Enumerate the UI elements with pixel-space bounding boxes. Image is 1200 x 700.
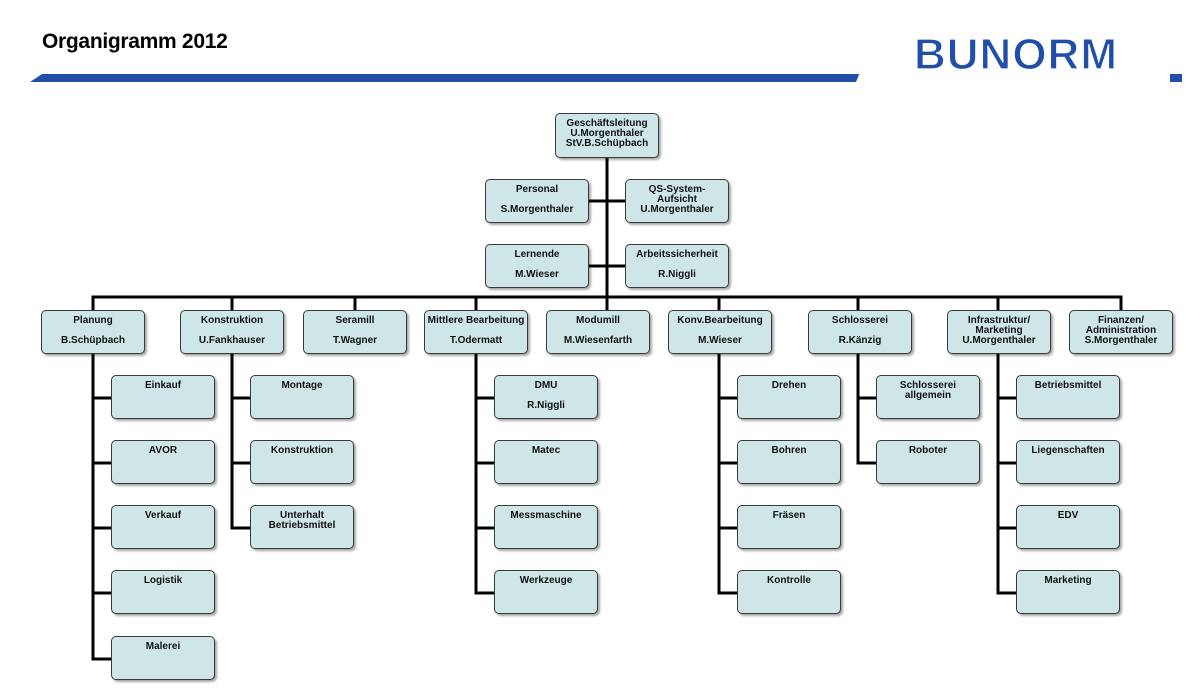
box-title: Lernende	[514, 249, 560, 260]
dept-title: Konv.Bearbeitung	[677, 315, 763, 326]
dept-title: Schlosserei	[831, 315, 889, 326]
unit-einkauf: Einkauf	[111, 375, 215, 419]
box-title: QS-System- Aufsicht	[648, 184, 706, 205]
dept-title: Konstruktion	[200, 315, 264, 326]
unit-dmu: DMU R.Niggli	[494, 375, 598, 419]
dept-head: U.Fankhauser	[198, 335, 266, 346]
unit-label: AVOR	[148, 445, 178, 456]
unit-marketing: Marketing	[1016, 570, 1120, 614]
unit-label: Logistik	[143, 575, 183, 586]
unit-label: Marketing	[1044, 575, 1092, 586]
box-lernende: Lernende M.Wieser	[485, 244, 589, 288]
box-qs-system: QS-System- Aufsicht U.Morgenthaler	[625, 179, 729, 223]
unit-logistik: Logistik	[111, 570, 215, 614]
dept-head: M.Wiesenfarth	[563, 335, 633, 346]
box-person: R.Niggli	[658, 269, 696, 280]
unit-label: Betriebsmittel	[1034, 380, 1102, 391]
unit-messmaschine: Messmaschine	[494, 505, 598, 549]
unit-werkzeuge: Werkzeuge	[494, 570, 598, 614]
unit-label: DMU	[534, 380, 558, 391]
box-geschaeftsleitung: Geschäftsleitung U.Morgenthaler StV.B.Sc…	[555, 113, 659, 158]
dept-finanzen-administration: Finanzen/ Administration S.Morgenthaler	[1069, 310, 1173, 354]
unit-label: Montage	[281, 380, 323, 391]
unit-avor: AVOR	[111, 440, 215, 484]
box-person: S.Morgenthaler	[500, 204, 574, 215]
box-deputy: StV.B.Schüpbach	[565, 138, 649, 149]
dept-title: Modumill	[576, 315, 620, 326]
box-person: U.Morgenthaler	[570, 128, 644, 139]
unit-matec: Matec	[494, 440, 598, 484]
unit-label: Liegenschaften	[1031, 445, 1105, 456]
unit-label: Malerei	[145, 641, 181, 652]
dept-mittlere-bearbeitung: Mittlere Bearbeitung T.Odermatt	[424, 310, 528, 354]
dept-infrastruktur-marketing: Infrastruktur/ Marketing U.Morgenthaler	[947, 310, 1051, 354]
box-arbeitssicherheit: Arbeitssicherheit R.Niggli	[625, 244, 729, 288]
dept-planung: Planung B.Schüpbach	[41, 310, 145, 354]
dept-title: Planung	[73, 315, 113, 326]
unit-label: Konstruktion	[270, 445, 334, 456]
unit-schlosserei-allgemein: Schlosserei allgemein	[876, 375, 980, 419]
unit-montage: Montage	[250, 375, 354, 419]
box-title: Personal	[515, 184, 559, 195]
unit-konstruktion: Konstruktion	[250, 440, 354, 484]
unit-label: Drehen	[771, 380, 807, 391]
unit-label: Roboter	[908, 445, 948, 456]
dept-modumill: Modumill M.Wiesenfarth	[546, 310, 650, 354]
unit-label: Kontrolle	[767, 575, 811, 586]
logo-text: BUNORM	[914, 30, 1118, 79]
dept-konv-bearbeitung: Konv.Bearbeitung M.Wieser	[668, 310, 772, 354]
box-person: M.Wieser	[515, 269, 559, 280]
dept-head: R.Känzig	[838, 335, 882, 346]
unit-label: EDV	[1057, 510, 1079, 521]
unit-label: Matec	[531, 445, 561, 456]
dept-title: Finanzen/ Administration	[1085, 315, 1157, 336]
unit-roboter: Roboter	[876, 440, 980, 484]
unit-label: Werkzeuge	[519, 575, 573, 586]
dept-head: M.Wieser	[698, 335, 742, 346]
unit-label: Verkauf	[144, 510, 182, 521]
dept-head: B.Schüpbach	[61, 335, 125, 346]
unit-betriebsmittel: Betriebsmittel	[1016, 375, 1120, 419]
dept-title: Seramill	[335, 315, 375, 326]
unit-unterhalt-betriebsmittel: Unterhalt Betriebsmittel	[250, 505, 354, 549]
box-title: Geschäftsleitung	[566, 118, 648, 129]
unit-label: Einkauf	[144, 380, 182, 391]
unit-malerei: Malerei	[111, 636, 215, 680]
unit-label: Schlosserei allgemein	[899, 380, 957, 401]
unit-fraesen: Fräsen	[737, 505, 841, 549]
dept-title: Infrastruktur/ Marketing	[967, 315, 1031, 336]
box-title: Arbeitssicherheit	[636, 249, 718, 260]
unit-label: Bohren	[771, 445, 807, 456]
unit-liegenschaften: Liegenschaften	[1016, 440, 1120, 484]
unit-bohren: Bohren	[737, 440, 841, 484]
page-title: Organigramm 2012	[42, 30, 228, 53]
dept-title: Mittlere Bearbeitung	[427, 315, 525, 326]
dept-head: T.Odermatt	[449, 335, 503, 346]
unit-kontrolle: Kontrolle	[737, 570, 841, 614]
bunorm-logo: BUNORM	[856, 28, 1170, 84]
dept-seramill: Seramill T.Wagner	[303, 310, 407, 354]
unit-drehen: Drehen	[737, 375, 841, 419]
dept-schlosserei: Schlosserei R.Känzig	[808, 310, 912, 354]
box-person: U.Morgenthaler	[640, 204, 714, 215]
dept-head: S.Morgenthaler	[1084, 335, 1158, 346]
dept-konstruktion: Konstruktion U.Fankhauser	[180, 310, 284, 354]
unit-verkauf: Verkauf	[111, 505, 215, 549]
unit-edv: EDV	[1016, 505, 1120, 549]
dept-head: U.Morgenthaler	[962, 335, 1036, 346]
unit-label: Unterhalt Betriebsmittel	[268, 510, 336, 531]
unit-label: Messmaschine	[510, 510, 582, 521]
unit-person: R.Niggli	[527, 400, 565, 411]
box-personal: Personal S.Morgenthaler	[485, 179, 589, 223]
dept-head: T.Wagner	[332, 335, 378, 346]
unit-label: Fräsen	[772, 510, 806, 521]
